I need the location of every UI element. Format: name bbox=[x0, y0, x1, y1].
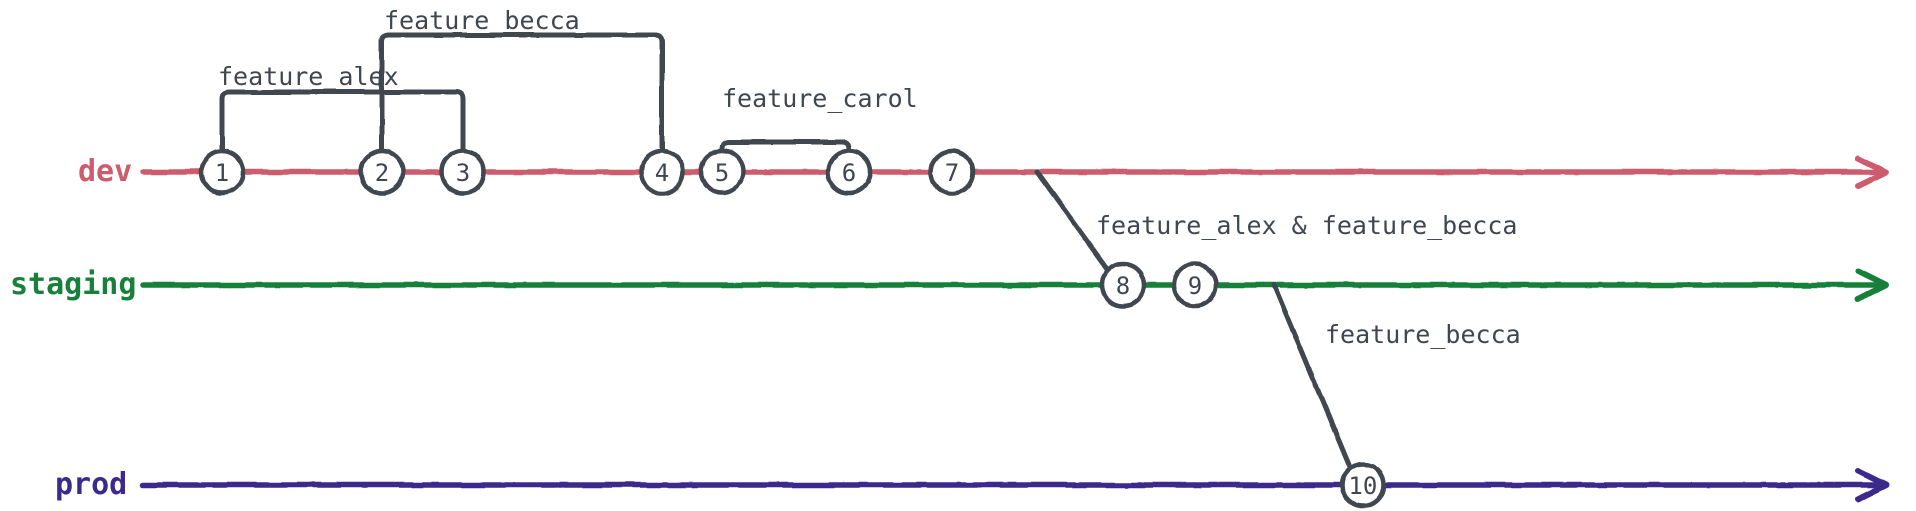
commit-node-5[interactable] bbox=[698, 148, 746, 196]
feature-bracket-feature-carol bbox=[719, 139, 852, 175]
merge-line-1 bbox=[1271, 282, 1355, 475]
commit-node-4[interactable] bbox=[638, 148, 686, 196]
merge-lines-layer bbox=[1034, 169, 1355, 475]
feature-brackets-layer bbox=[219, 32, 852, 175]
commit-node-7[interactable] bbox=[928, 148, 976, 196]
branch-lines-layer bbox=[140, 155, 1889, 502]
branch-label-staging: staging bbox=[10, 267, 137, 302]
commit-node-10[interactable] bbox=[1339, 461, 1387, 509]
branch-label-dev: dev bbox=[78, 154, 133, 189]
commit-node-label-2: 2 bbox=[374, 159, 390, 187]
commit-nodes-layer bbox=[198, 148, 1387, 509]
commit-node-label-8: 8 bbox=[1115, 272, 1131, 300]
commit-node-label-4: 4 bbox=[654, 159, 670, 187]
branch-arrowhead-dev bbox=[1855, 155, 1889, 189]
commit-node-label-6: 6 bbox=[841, 159, 857, 187]
commit-node-label-9: 9 bbox=[1187, 272, 1203, 300]
merge-label-alex-and-becca: feature_alex & feature_becca bbox=[1096, 211, 1518, 240]
merge-label-becca-to-prod: feature_becca bbox=[1325, 320, 1521, 349]
commit-node-label-5: 5 bbox=[714, 159, 730, 187]
feature-label-feature-carol: feature_carol bbox=[722, 84, 918, 113]
commit-node-label-3: 3 bbox=[455, 159, 471, 187]
feature-bracket-feature-becca bbox=[379, 32, 665, 175]
commit-node-3[interactable] bbox=[439, 148, 487, 196]
merge-line-0 bbox=[1034, 169, 1116, 280]
branch-arrowhead-staging bbox=[1855, 268, 1889, 302]
feature-label-feature-becca: feature_becca bbox=[384, 6, 580, 35]
commit-node-label-7: 7 bbox=[944, 159, 960, 187]
commit-node-6[interactable] bbox=[825, 148, 873, 196]
feature-bracket-feature-alex bbox=[219, 89, 466, 175]
branch-arrowhead-prod bbox=[1855, 468, 1889, 502]
branch-label-prod: prod bbox=[55, 467, 128, 502]
commit-node-9[interactable] bbox=[1171, 261, 1219, 309]
commit-node-label-1: 1 bbox=[214, 159, 230, 187]
feature-label-feature-alex: feature_alex bbox=[218, 62, 399, 91]
commit-node-8[interactable] bbox=[1099, 261, 1147, 309]
commit-node-2[interactable] bbox=[358, 148, 406, 196]
commit-node-label-10: 10 bbox=[1348, 472, 1378, 500]
commit-node-1[interactable] bbox=[198, 148, 246, 196]
